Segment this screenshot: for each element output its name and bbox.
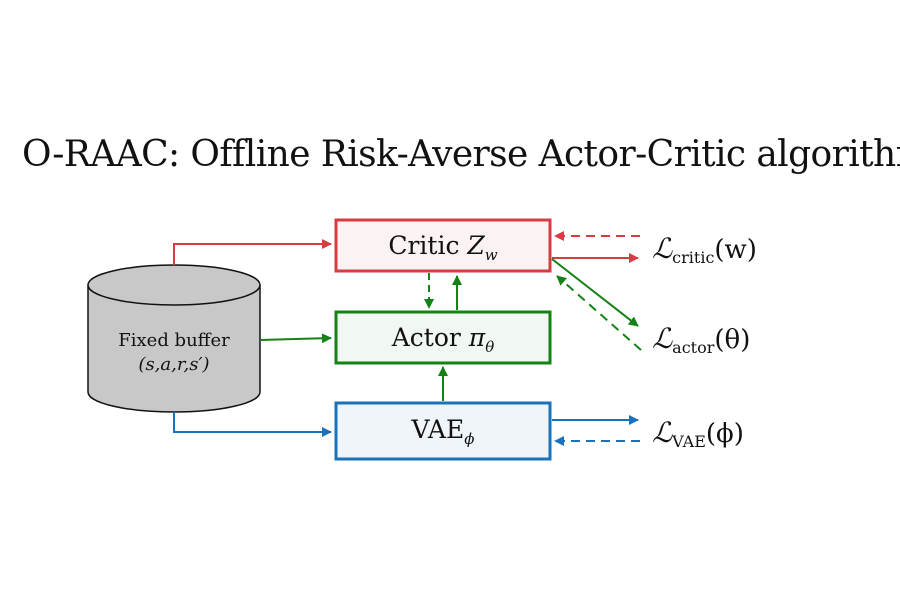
fixed-buffer-cylinder: Fixed buffer (s,a,r,s′) [87, 264, 261, 413]
actor-loss-label: ℒactor(θ) [652, 322, 750, 357]
vae-label: VAEϕ [411, 415, 475, 448]
critic-loss-label: ℒcritic(w) [652, 232, 757, 267]
buffer-tuple: (s,a,r,s′) [138, 354, 209, 375]
actor-label: Actor πθ [391, 323, 495, 356]
critic-box: Critic Zw [334, 218, 552, 273]
vae-loss-label: ℒVAE(ϕ) [652, 416, 744, 451]
buffer-to-vae-arrow [173, 412, 332, 437]
actor-box: Actor πθ [334, 310, 552, 365]
diagram-title: O-RAAC: Offline Risk-Averse Actor-Critic… [22, 134, 900, 175]
critic-label: Critic Zw [388, 231, 497, 264]
vae-box: VAEϕ [334, 401, 552, 461]
critic-to-actor-loss-arrow [551, 258, 639, 327]
buffer-to-critic-arrow [173, 239, 332, 265]
buffer-to-actor-arrow [259, 333, 332, 344]
actor-loss-dashed-arrow [556, 275, 642, 351]
buffer-label: Fixed buffer [118, 330, 230, 351]
